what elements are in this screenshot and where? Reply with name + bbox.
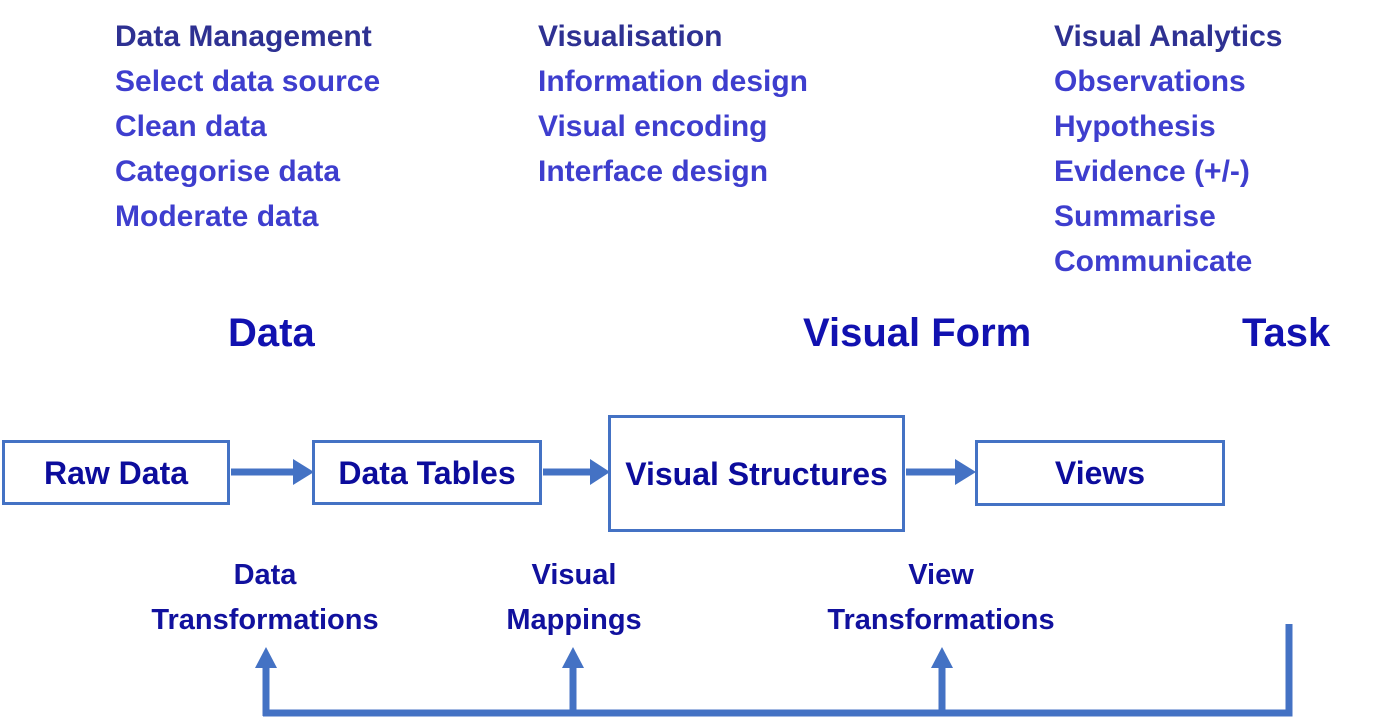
box-label: Visual Structures	[625, 455, 888, 492]
stage-label-task: Task	[1242, 311, 1331, 355]
box-views: Views	[975, 440, 1225, 506]
column-item: Evidence (+/-)	[1054, 155, 1250, 188]
arrowhead-datatables-to-visualstructures	[590, 459, 610, 485]
label-line: View	[908, 559, 974, 591]
label-data-transformations: Data Transformations	[115, 553, 415, 643]
arrowhead-rawdata-to-datatables	[293, 459, 314, 485]
column-item: Observations	[1054, 65, 1246, 98]
box-label: Data Tables	[338, 454, 516, 491]
column-visualisation: Visualisation Information design Visual …	[538, 14, 808, 194]
box-data-tables: Data Tables	[312, 440, 542, 505]
column-item: Categorise data	[115, 155, 341, 188]
label-line: Transformations	[151, 604, 379, 636]
column-item: Interface design	[538, 155, 769, 188]
column-data-management: Data Management Select data source Clean…	[115, 14, 380, 239]
label-line: Mappings	[506, 604, 642, 636]
column-item: Summarise	[1054, 200, 1216, 233]
column-item: Clean data	[115, 110, 267, 143]
box-label: Raw Data	[43, 454, 189, 491]
column-item: Communicate	[1054, 245, 1253, 278]
column-header: Data Management	[115, 20, 372, 53]
column-header: Visualisation	[538, 20, 723, 53]
label-line: Transformations	[827, 604, 1055, 636]
up-arrowhead-visual-mappings	[562, 647, 584, 668]
label-line: Visual	[531, 559, 617, 591]
column-item: Hypothesis	[1054, 110, 1216, 143]
stage-label-visual-form: Visual Form	[803, 311, 1032, 355]
feedback-line	[263, 624, 1293, 717]
arrowhead-visualstructures-to-views	[955, 459, 976, 485]
column-item: Select data source	[115, 65, 381, 98]
box-label: Views	[1054, 455, 1146, 491]
column-item: Information design	[538, 65, 808, 98]
label-view-transformations: View Transformations	[791, 553, 1091, 643]
box-visual-structures: Visual Structures	[608, 415, 905, 532]
label-line: Data	[233, 559, 297, 591]
stage-label-data: Data	[228, 311, 315, 355]
label-visual-mappings: Visual Mappings	[424, 553, 724, 643]
box-raw-data: Raw Data	[2, 440, 230, 505]
column-item: Visual encoding	[538, 110, 768, 143]
up-arrowhead-data-transformations	[255, 647, 277, 668]
up-arrowhead-view-transformations	[931, 647, 953, 668]
column-header: Visual Analytics	[1054, 20, 1283, 53]
column-item: Moderate data	[115, 200, 319, 233]
column-visual-analytics: Visual Analytics Observations Hypothesis…	[1054, 14, 1282, 284]
